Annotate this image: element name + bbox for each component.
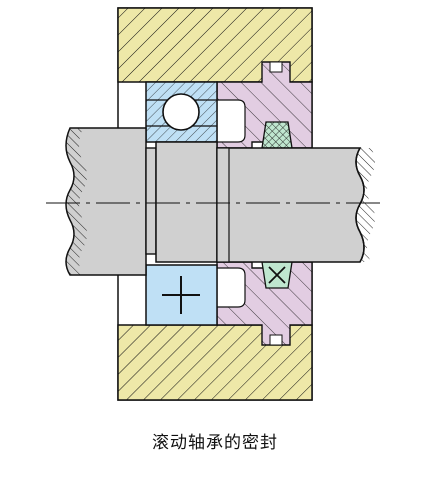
x-mark-icon (268, 266, 286, 284)
circle-icon (162, 93, 200, 131)
shaft-right-segment (216, 147, 365, 263)
shaft-shoulder (145, 147, 157, 255)
bearing-top (145, 81, 218, 143)
felt-seal-top (261, 121, 293, 149)
shaft-journal (155, 141, 218, 263)
shaft-collar (216, 147, 230, 263)
cross-icon (162, 276, 200, 314)
shaft (65, 127, 375, 276)
bearing-bottom (145, 264, 218, 326)
felt-seal-bottom (261, 261, 293, 289)
diagram-caption: 滚动轴承的密封 (152, 433, 278, 453)
